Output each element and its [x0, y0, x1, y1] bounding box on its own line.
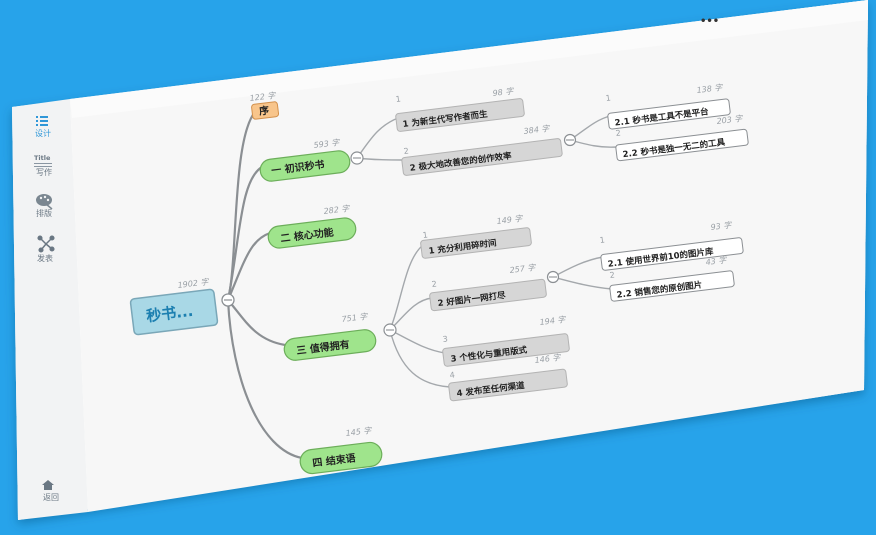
word-count: 122 字	[249, 91, 277, 103]
more-menu-icon[interactable]: •••	[700, 16, 719, 27]
node-index: 1	[605, 93, 611, 103]
word-count: 194 字	[539, 315, 567, 327]
mindmap-canvas[interactable]	[70, 0, 868, 512]
node-index: 4	[449, 370, 455, 380]
mindmap-node-worth-2[interactable]: 2 好图片一网打尽 2 257 字	[429, 263, 547, 312]
word-count: 1902 字	[177, 277, 210, 290]
title-writing-icon: Title	[34, 154, 52, 167]
word-count: 145 字	[345, 426, 373, 438]
sidebar-item-publish[interactable]: 发表	[37, 235, 55, 263]
home-icon	[42, 480, 54, 490]
word-count: 138 字	[696, 83, 724, 95]
word-count: 146 字	[534, 353, 562, 365]
node-index: 3	[442, 334, 448, 344]
mindmap-node-worth-1[interactable]: 1 充分利用碎时间 1 149 字	[420, 214, 532, 259]
word-count: 384 字	[523, 124, 551, 136]
sidebar-item-design[interactable]: 设计	[35, 116, 51, 138]
mindmap-root-node[interactable]: 秒书... 1902 字	[129, 277, 219, 336]
word-count: 149 字	[496, 214, 524, 226]
node-index: 1	[599, 235, 605, 245]
mindmap-node-worth-4[interactable]: 4 发布至任何渠道 4 146 字	[448, 353, 568, 402]
sidebar	[12, 99, 88, 520]
word-count: 282 字	[323, 204, 351, 216]
mindmap-node-conclusion[interactable]: 四 结束语 145 字	[299, 426, 383, 475]
back-button[interactable]: 返回	[42, 480, 59, 502]
canvas-top-band	[70, 0, 868, 118]
word-count: 93 字	[710, 220, 733, 232]
design-list-icon	[36, 116, 48, 126]
node-label: 序	[258, 104, 270, 118]
sidebar-item-writing[interactable]: Title 写作	[34, 154, 52, 177]
sidebar-item-layout[interactable]: 排版	[36, 194, 53, 218]
node-index: 2	[609, 270, 615, 280]
palette-icon	[36, 194, 53, 210]
sidebar-item-label: 写作	[36, 167, 52, 177]
mindmap-node-intro[interactable]: 一 初识秒书 593 字	[259, 138, 351, 183]
word-count: 43 字	[705, 255, 728, 267]
node-index: 2	[615, 128, 621, 138]
word-count: 257 字	[509, 263, 537, 275]
word-count: 203 字	[716, 114, 744, 126]
sidebar-item-label: 设计	[35, 128, 51, 138]
mindmap-node-preface[interactable]: 序 122 字	[249, 91, 280, 120]
node-index: 2	[431, 279, 437, 289]
node-index: 1	[422, 230, 428, 240]
mindmap-connectors	[226, 111, 618, 460]
sidebar-item-label: 排版	[36, 208, 52, 218]
svg-text:Title: Title	[34, 154, 51, 162]
word-count: 751 字	[341, 312, 369, 324]
word-count: 98 字	[492, 86, 515, 98]
root-node-label: 秒书...	[145, 302, 194, 326]
node-index: 1	[395, 94, 401, 104]
mindmap-node-core-features[interactable]: 二 核心功能 282 字	[267, 204, 357, 249]
share-icon	[37, 235, 55, 253]
mindmap-node-worth-having[interactable]: 三 值得拥有 751 字	[283, 312, 377, 362]
word-count: 593 字	[313, 138, 341, 150]
node-index: 2	[403, 146, 409, 156]
sidebar-item-label: 发表	[37, 253, 53, 263]
back-label: 返回	[43, 493, 59, 502]
